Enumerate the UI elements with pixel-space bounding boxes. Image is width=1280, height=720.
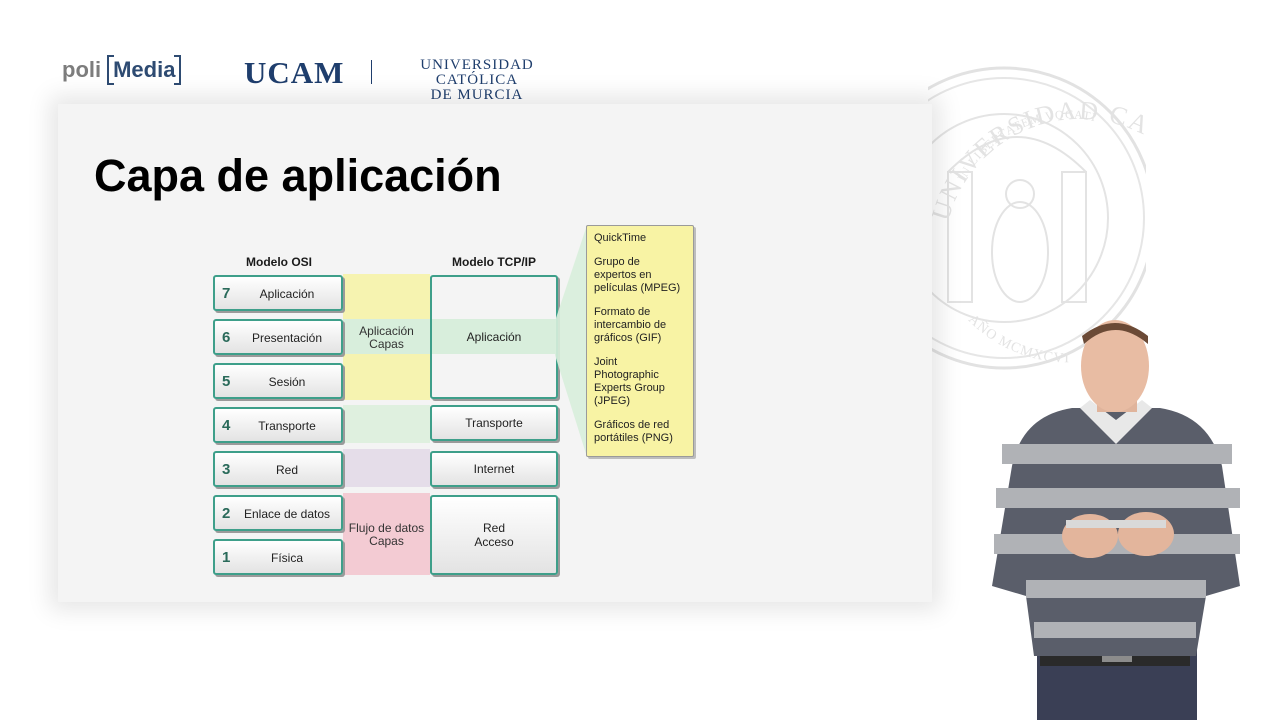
osi-layer-label: Aplicación — [259, 287, 315, 301]
osi-layer-1: 1 Física — [213, 539, 343, 575]
osi-layer-4: 4 Transporte — [213, 407, 343, 443]
app-layers-label: Aplicación Capas — [343, 325, 430, 351]
osi-model-title: Modelo OSI — [246, 255, 312, 269]
protocol-connector — [555, 225, 587, 457]
osi-layer-3: 3 Red — [213, 451, 343, 487]
protocol-item: Formato de intercambio de gráficos (GIF) — [594, 306, 667, 344]
tcp-layer-label: Aplicación — [466, 330, 522, 344]
band-network — [343, 449, 430, 487]
university-name-line2: DE MURCIA — [430, 87, 524, 103]
poli-text: poli — [62, 57, 102, 82]
osi-layer-6: 6 Presentación — [213, 319, 343, 355]
ucam-logo: UCAM — [244, 55, 345, 90]
protocol-item: Gráficos de red portátiles (PNG) — [594, 419, 673, 444]
polimedia-logo: poli Media — [62, 50, 182, 90]
university-name: UNIVERSIDAD CATÓLICA DE MURCIA — [384, 58, 570, 103]
app-layers-label-line1: Aplicación — [359, 324, 414, 338]
osi-layer-label: Red — [275, 463, 298, 477]
data-flow-label-line2: Capas — [369, 534, 404, 548]
protocol-item: QuickTime — [594, 232, 647, 244]
osi-layer-label: Transporte — [258, 419, 316, 433]
tcp-layer-network-access: Red Acceso — [430, 495, 558, 575]
tcp-layer-application: Aplicación — [430, 275, 558, 399]
osi-layer-label: Enlace de datos — [243, 507, 331, 521]
osi-layer-number: 2 — [222, 505, 231, 522]
data-flow-label-line1: Flujo de datos — [348, 521, 425, 535]
data-flow-layers-label: Flujo de datos Capas — [343, 522, 430, 548]
osi-layer-number: 7 — [222, 285, 231, 302]
tcp-layer-label-line1: Red — [482, 521, 505, 535]
osi-layer-7: 7 Aplicación — [213, 275, 343, 311]
tcp-layer-transport: Transporte — [430, 405, 558, 441]
protocol-item: Joint Photographic Experts Group (JPEG) — [594, 356, 665, 407]
osi-layer-2: 2 Enlace de datos — [213, 495, 343, 531]
osi-layer-label: Presentación — [251, 331, 323, 345]
tcp-layer-label: Internet — [473, 462, 515, 476]
tcp-layer-label-line2: Acceso — [474, 535, 514, 549]
band-data-flow — [343, 493, 430, 575]
seal-text-top: UNIVERSIDAD CATÓLICA SAN ANTONIO — [928, 62, 1146, 224]
svg-text:UNIVERSIDAD CATÓLICA SAN ANTON: UNIVERSIDAD CATÓLICA SAN ANTONIO — [928, 62, 1146, 224]
osi-layer-number: 1 — [222, 549, 231, 566]
media-text: Media — [107, 55, 182, 85]
osi-layer-5: 5 Sesión — [213, 363, 343, 399]
osi-layer-number: 6 — [222, 329, 231, 346]
app-layers-label-line2: Capas — [369, 337, 404, 351]
osi-layer-number: 3 — [222, 461, 231, 478]
osi-layer-number: 4 — [222, 417, 231, 434]
tcp-layer-label: Transporte — [465, 416, 523, 430]
header: poli Media UCAM UNIVERSIDAD CATÓLICA DE … — [0, 0, 1280, 103]
tcp-model-title: Modelo TCP/IP — [452, 255, 536, 269]
protocol-item: Grupo de expertos en películas (MPEG) — [594, 256, 681, 294]
protocol-list: QuickTime Grupo de expertos en películas… — [586, 225, 694, 457]
band-application-green — [343, 319, 558, 354]
osi-layer-number: 5 — [222, 373, 231, 390]
logo-divider — [371, 60, 372, 84]
slide-title: Capa de aplicación — [94, 150, 502, 201]
tcp-layer-internet: Internet — [430, 451, 558, 487]
university-seal-watermark: UNIVERSIDAD CATÓLICA SAN ANTONIO IN LIBE… — [928, 62, 1146, 374]
band-transport — [343, 405, 430, 443]
osi-layer-label: Física — [270, 551, 303, 565]
presenter-image — [992, 320, 1240, 720]
osi-layer-label: Sesión — [268, 375, 306, 389]
university-name-line1: UNIVERSIDAD CATÓLICA — [420, 57, 534, 88]
